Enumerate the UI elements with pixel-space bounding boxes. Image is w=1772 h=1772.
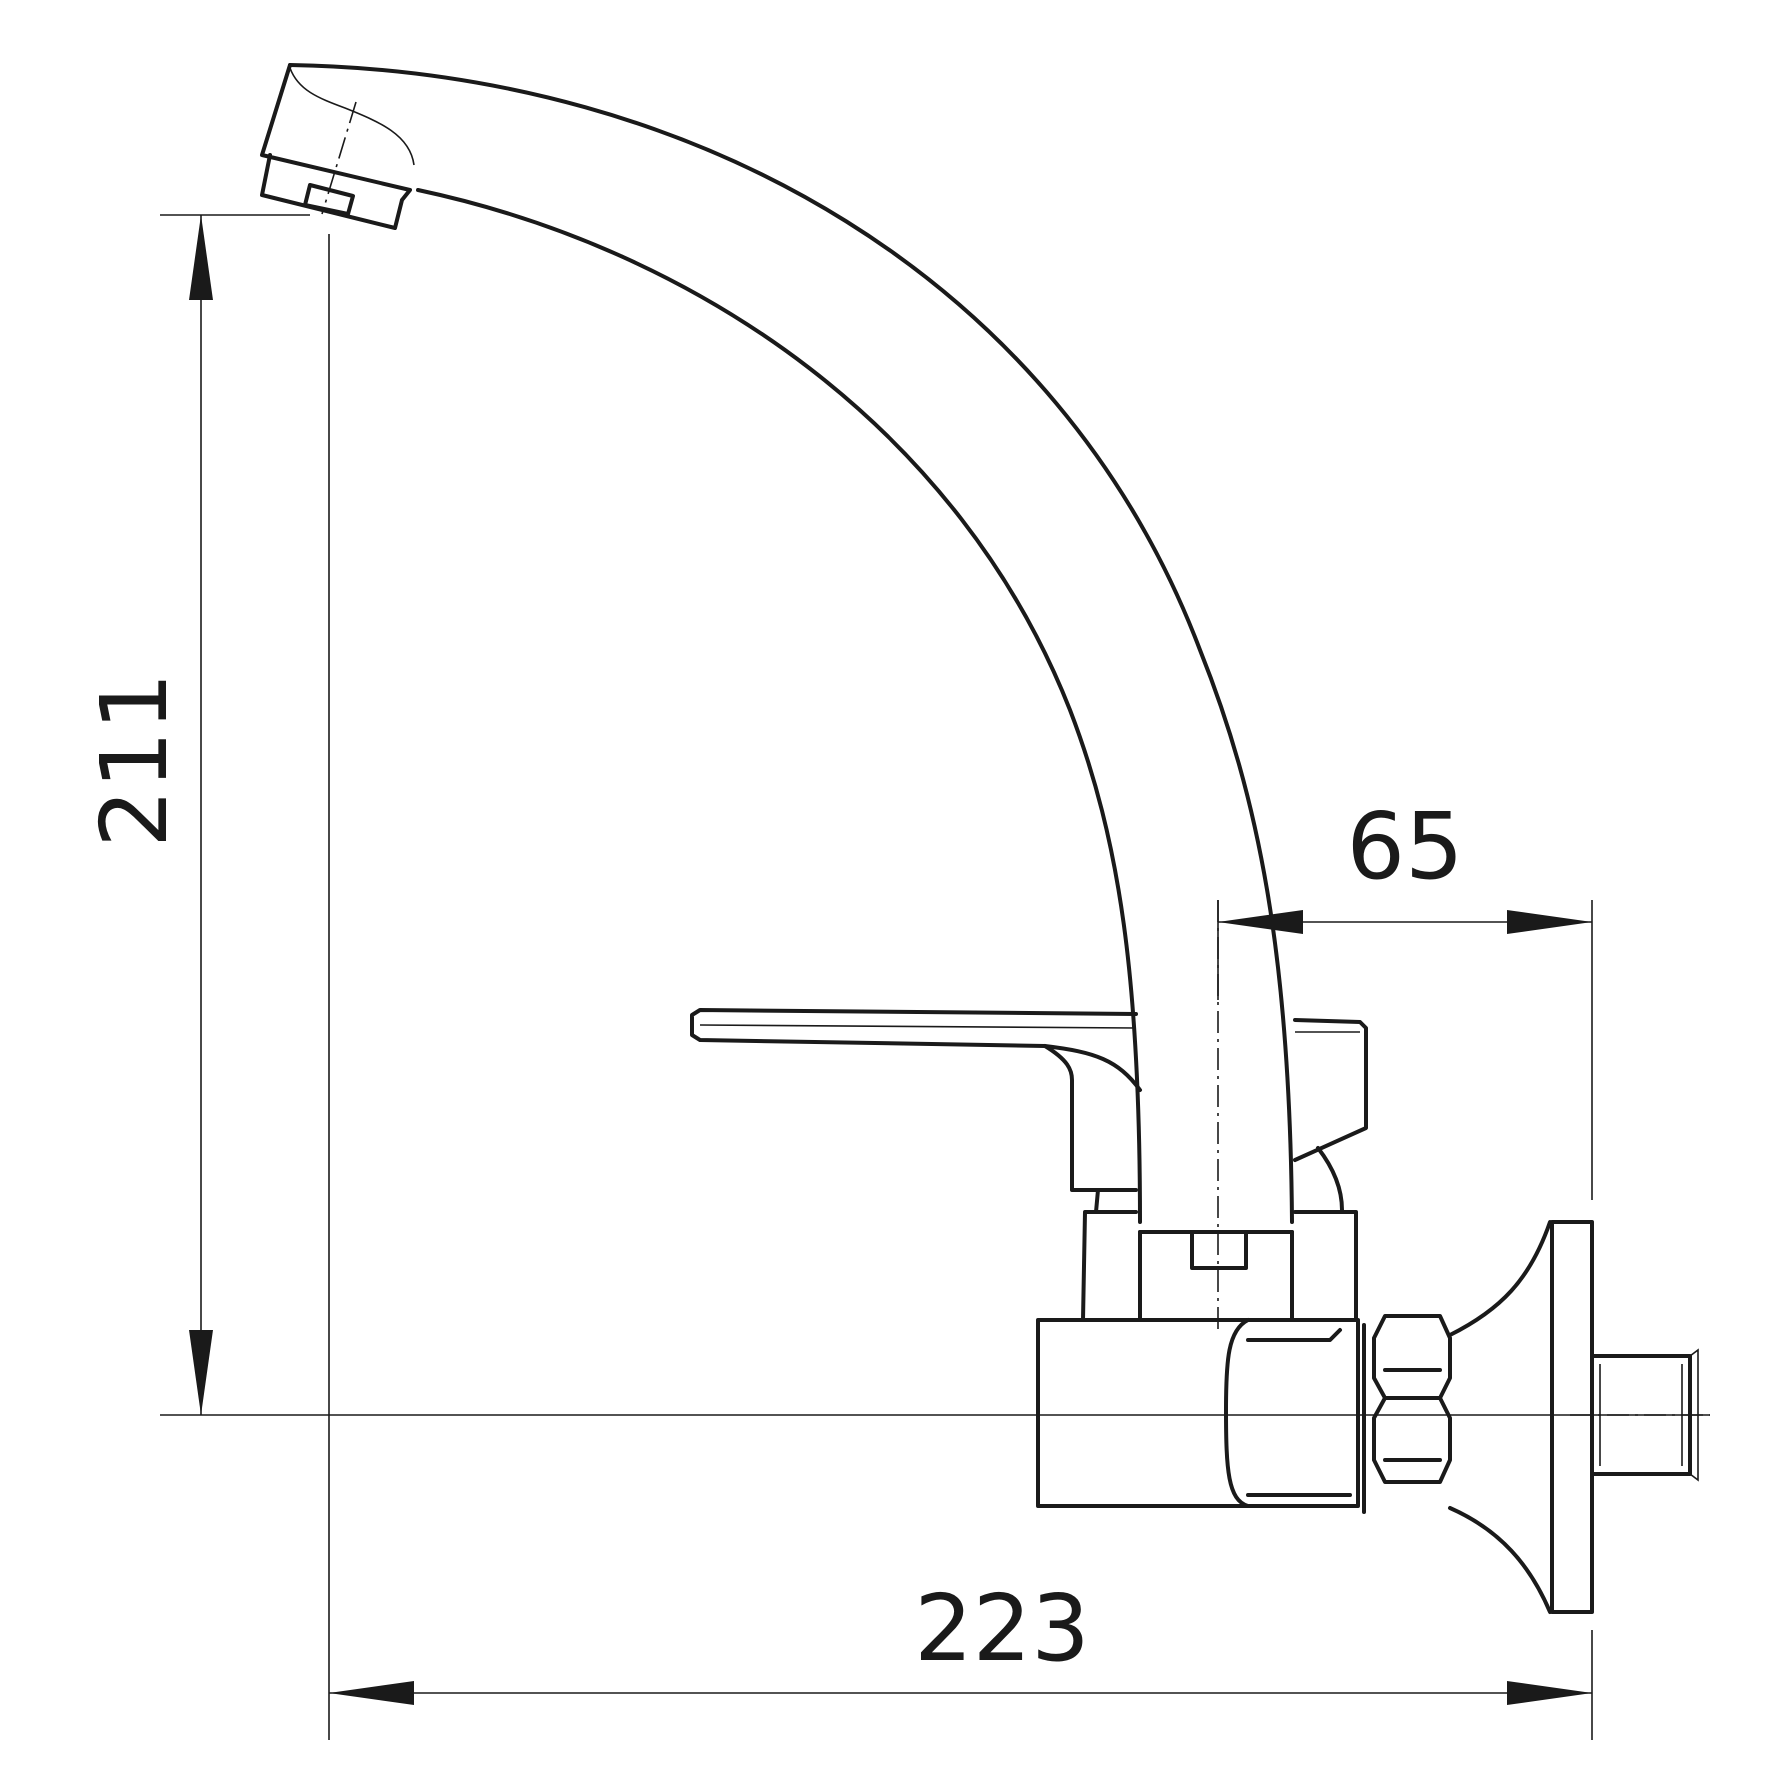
spout-outer-edge (288, 63, 1294, 1224)
cartridge-neck (1316, 1146, 1344, 1212)
reference-lines (160, 214, 1710, 1740)
lever-handle (690, 1008, 1142, 1092)
flange-plate (1550, 1220, 1594, 1614)
left-collar (1081, 1188, 1138, 1322)
lever-handle-underside (1043, 1044, 1138, 1192)
aerator-curve (289, 67, 415, 166)
dimension-height-label: 211 (81, 672, 188, 848)
right-collar (1293, 1210, 1358, 1322)
dimension-depth-arrow-right (1507, 910, 1592, 934)
dimension-reach-arrow-left (329, 1681, 414, 1705)
dimension-depth: 65 (1218, 793, 1592, 934)
dimension-height: 211 (81, 215, 213, 1415)
aerator-outline (260, 63, 412, 230)
dimension-reach: 223 (329, 1575, 1592, 1705)
aerator-axis (321, 101, 357, 215)
flange-bell (1448, 1220, 1552, 1614)
dimension-depth-arrow-left (1218, 910, 1303, 934)
spout-base-nut (1190, 1230, 1248, 1270)
dimension-height-arrow-bottom (189, 1330, 213, 1415)
faucet-outline (260, 63, 1699, 1614)
lever-handle-top-line (699, 1024, 1137, 1029)
spout-inner-edge (416, 188, 1142, 1224)
dimension-height-arrow-top (189, 215, 213, 300)
dimension-depth-label: 65 (1346, 793, 1463, 900)
dimension-reach-label: 223 (914, 1575, 1090, 1682)
spout-base-block (1138, 1230, 1294, 1322)
dimension-reach-arrow-right (1507, 1681, 1592, 1705)
body-connector (1224, 1318, 1352, 1508)
hex-nut (1372, 1314, 1452, 1484)
cartridge-cover (1293, 1018, 1368, 1162)
aerator-slot (303, 183, 355, 216)
mixer-body (1036, 1318, 1360, 1508)
